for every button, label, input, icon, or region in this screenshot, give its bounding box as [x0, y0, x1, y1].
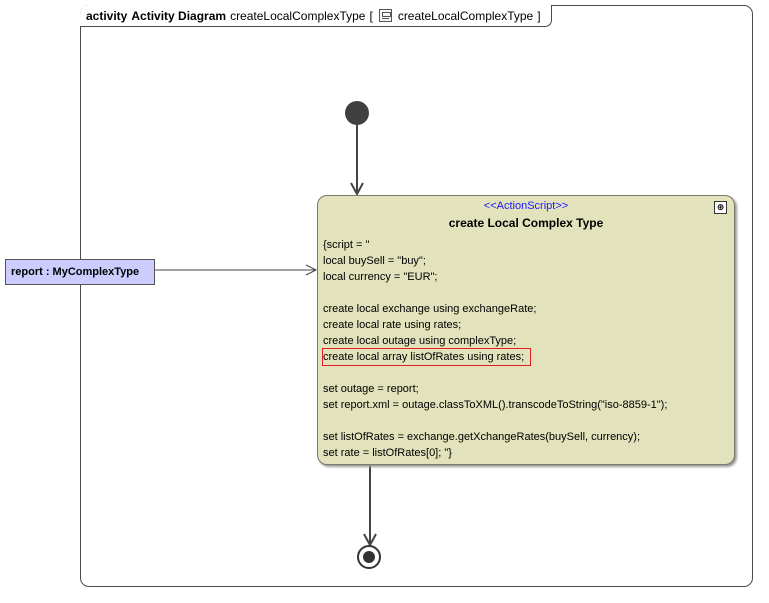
object-flow-arrowhead [305, 264, 318, 276]
action-script: {script = " local buySell = "buy"; local c… [321, 237, 668, 461]
script-line: local currency = "EUR"; [323, 271, 438, 283]
action-create-local-complex-type[interactable]: <<ActionScript>> create Local Complex Ty… [317, 195, 735, 465]
frame-name: createLocalComplexType [230, 8, 366, 23]
frame-keyword: activity [86, 8, 128, 23]
script-line: create local rate using rates; [323, 319, 462, 331]
flow-arrowhead [350, 182, 364, 197]
frame-bracket-close: ] [537, 8, 541, 23]
expand-icon[interactable]: ⊕ [714, 201, 727, 214]
script-line: {script = " [323, 239, 370, 251]
activity-final-node[interactable] [357, 545, 381, 569]
script-line [323, 413, 667, 429]
script-line-highlighted: create local array listOfRates using rat… [321, 348, 532, 366]
initial-node[interactable] [345, 101, 369, 125]
frame-bracket-open: [ [369, 8, 373, 23]
script-line: create local outage using complexType; [323, 335, 517, 347]
script-line: set report.xml = outage.classToXML().tra… [323, 399, 668, 411]
script-line: create local exchange using exchangeRate… [323, 303, 537, 315]
frame-behavior-name: createLocalComplexType [397, 8, 534, 23]
script-line: set listOfRates = exchange.getXchangeRat… [323, 431, 641, 443]
activity-diagram-icon [378, 9, 392, 22]
script-line [323, 365, 667, 381]
script-line [323, 285, 667, 301]
frame-kind: Activity Diagram [131, 8, 227, 23]
action-stereotype: <<ActionScript>> [483, 200, 569, 212]
script-line: set rate = listOfRates[0]; "} [323, 447, 452, 459]
object-node-report[interactable]: report : MyComplexType [5, 259, 155, 285]
action-title: create Local Complex Type [448, 216, 604, 230]
script-line: local buySell = "buy"; [323, 255, 426, 267]
frame-header: activity Activity Diagram createLocalCom… [80, 5, 552, 27]
script-line: set outage = report; [323, 383, 419, 395]
